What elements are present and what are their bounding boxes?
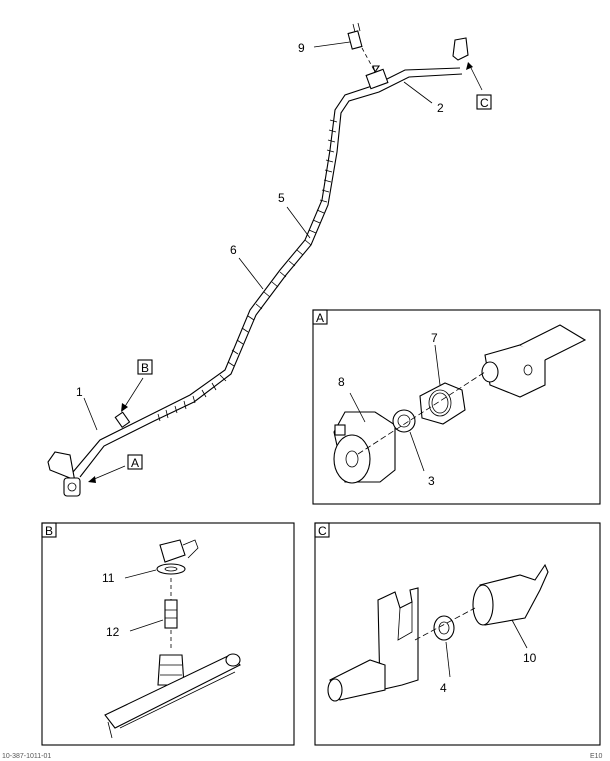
detail-c: C 4 10 bbox=[314, 522, 601, 746]
callout-1: 1 bbox=[76, 385, 83, 399]
callout-8: 8 bbox=[338, 375, 345, 389]
view-tag-a: A bbox=[131, 456, 139, 470]
view-reference-a: A bbox=[88, 454, 143, 483]
spiral-wrap bbox=[157, 119, 338, 422]
hose-assembly bbox=[47, 22, 469, 497]
main-callouts: 9 2 5 6 1 bbox=[76, 41, 444, 431]
detail-tag-a: A bbox=[316, 311, 324, 325]
callout-4: 4 bbox=[440, 681, 447, 695]
view-reference-b: B bbox=[121, 359, 153, 412]
detail-tag-c: C bbox=[318, 524, 327, 538]
callout-3: 3 bbox=[428, 474, 435, 488]
footer-page-code: E10 bbox=[590, 753, 603, 760]
detail-a: A 8 7 3 bbox=[312, 309, 601, 505]
callout-12: 12 bbox=[106, 625, 120, 639]
footer-drawing-number: 10-387-1011-01 bbox=[2, 753, 51, 760]
detail-b: B 11 12 bbox=[41, 522, 295, 746]
callout-11: 11 bbox=[102, 571, 115, 585]
detail-tag-b: B bbox=[45, 524, 53, 538]
callout-10: 10 bbox=[523, 651, 537, 665]
callout-7: 7 bbox=[431, 331, 438, 345]
view-reference-c: C bbox=[466, 62, 492, 110]
callout-2: 2 bbox=[437, 101, 444, 115]
view-tag-c: C bbox=[480, 96, 489, 110]
callout-5: 5 bbox=[278, 191, 285, 205]
callout-6: 6 bbox=[230, 243, 237, 257]
view-tag-b: B bbox=[141, 361, 149, 375]
callout-9: 9 bbox=[298, 41, 305, 55]
